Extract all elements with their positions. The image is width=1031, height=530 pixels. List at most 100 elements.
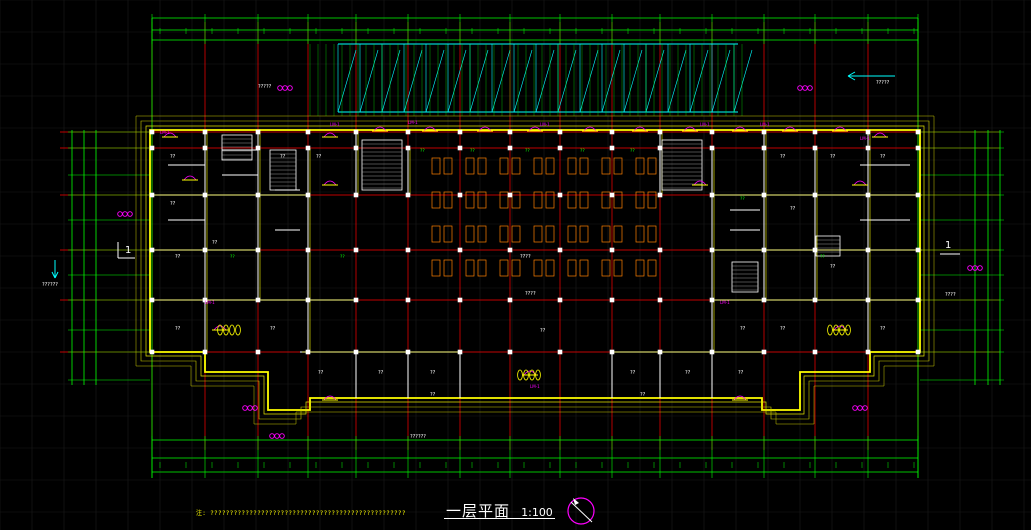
parking-stall: [647, 191, 657, 209]
column: [255, 129, 261, 135]
dim-left-mid: ??????: [42, 282, 58, 288]
index-tag: [269, 433, 275, 439]
column: [457, 297, 463, 303]
index-tag: [807, 85, 813, 91]
parking-stall: [613, 191, 623, 209]
column: [202, 145, 208, 151]
glazing-brace: [447, 49, 467, 113]
glazing-brace: [733, 49, 753, 113]
column: [812, 349, 818, 355]
parking-stall: [635, 157, 645, 175]
door-tag: LM-1: [720, 300, 730, 305]
column: [202, 192, 208, 198]
column: [149, 192, 155, 198]
column: [812, 145, 818, 151]
glazing-brace: [645, 49, 665, 113]
glazing-brace: [513, 49, 533, 113]
column: [557, 297, 563, 303]
door-swing: [833, 126, 847, 132]
interior-partitions: [150, 130, 922, 398]
stair-core: [361, 139, 403, 191]
parking-stall: [579, 157, 589, 175]
parking-stall: [431, 259, 441, 277]
parking-stall: [647, 157, 657, 175]
column: [709, 247, 715, 253]
door-swing: [693, 180, 707, 186]
column: [709, 145, 715, 151]
column: [761, 247, 767, 253]
grille-symbol: [827, 324, 833, 336]
note-label: ??: [230, 254, 235, 260]
glazing-brace: [337, 49, 357, 113]
note-label: ??: [420, 148, 425, 154]
door-swing: [323, 180, 337, 186]
door-swing: [183, 175, 197, 181]
index-tag: [852, 405, 858, 411]
column: [557, 349, 563, 355]
glazing-brace: [667, 49, 687, 113]
column: [305, 247, 311, 253]
parking-stall: [499, 225, 509, 243]
door-tag: LM-1: [860, 136, 870, 141]
glazing-brace: [689, 49, 709, 113]
parking-stall: [635, 259, 645, 277]
index-tag: [242, 405, 248, 411]
title-underline: [444, 518, 555, 519]
door-swing: [373, 126, 387, 132]
column: [405, 247, 411, 253]
drawing-title: 一层平面 1:100: [446, 500, 553, 521]
column: [657, 349, 663, 355]
parking-stall: [601, 191, 611, 209]
column: [657, 247, 663, 253]
column: [915, 129, 921, 135]
column: [353, 145, 359, 151]
column: [457, 129, 463, 135]
room-label: ??: [316, 154, 322, 160]
door-swing: [163, 132, 177, 138]
room-label: ??: [880, 154, 886, 160]
parking-stall: [601, 259, 611, 277]
room-label: ??: [630, 370, 636, 376]
note-label: ??: [340, 254, 345, 260]
annotation-symbols: [51, 71, 983, 439]
column: [812, 192, 818, 198]
parking-stall: [465, 225, 475, 243]
parking-stall: [477, 259, 487, 277]
exterior-wall: [140, 120, 930, 420]
column: [761, 145, 767, 151]
glazing-brace: [425, 49, 445, 113]
parking-stall: [635, 225, 645, 243]
column: [507, 192, 513, 198]
index-tag: [277, 85, 283, 91]
parking-stall: [613, 157, 623, 175]
door-swing: [633, 126, 647, 132]
door-swing: [853, 180, 867, 186]
parking-stall: [567, 225, 577, 243]
room-label: ??: [378, 370, 384, 376]
column: [609, 145, 615, 151]
column: [709, 349, 715, 355]
grille-symbol: [529, 369, 535, 381]
dim-top-right: ?????: [876, 80, 890, 86]
exterior-wall: [145, 125, 925, 415]
grille-symbol: [845, 324, 851, 336]
note-label: ??: [740, 196, 745, 202]
index-tag: [247, 405, 253, 411]
room-label: ??: [780, 154, 786, 160]
glazing-brace: [403, 49, 423, 113]
column: [305, 129, 311, 135]
room-label: ??: [170, 201, 176, 207]
structural-columns: [149, 129, 921, 355]
room-label: ??: [640, 392, 646, 398]
column: [457, 192, 463, 198]
grille-symbol: [217, 324, 223, 336]
parking-stall: [511, 157, 521, 175]
parking-stall: [431, 191, 441, 209]
door-tag: LM-1: [408, 120, 418, 125]
parking-stall: [567, 191, 577, 209]
glazing-brace: [579, 49, 599, 113]
grille-symbol: [839, 324, 845, 336]
parking-stall: [443, 157, 453, 175]
room-label: ??: [790, 206, 796, 212]
